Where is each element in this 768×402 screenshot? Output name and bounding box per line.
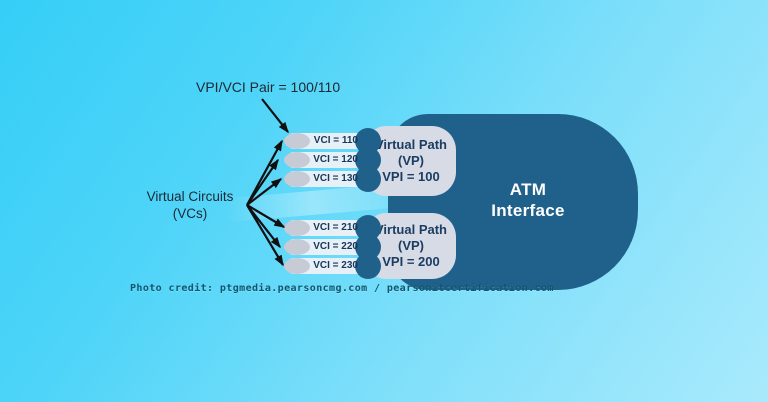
virtual-path-capsule-vpi-200: Virtual Path (VP) VPI = 200 bbox=[366, 213, 456, 279]
vp-title: Virtual Path bbox=[374, 222, 447, 237]
atm-interface-label: ATM Interface bbox=[458, 179, 598, 221]
photo-credit: Photo credit: ptgmedia.pearsoncmg.com / … bbox=[130, 283, 554, 294]
vp-entry-disc-230 bbox=[355, 253, 381, 279]
vpi-value: VPI = 100 bbox=[382, 169, 440, 184]
vp-abbrev: (VP) bbox=[398, 238, 424, 253]
vc-end-ellipse-120 bbox=[284, 152, 310, 168]
virtual-circuits-label: Virtual Circuits (VCs) bbox=[138, 188, 242, 222]
pair-pointer-arrow bbox=[261, 98, 289, 134]
vp-entry-disc-130 bbox=[355, 166, 381, 192]
virtual-circuits-label-line1: Virtual Circuits bbox=[146, 189, 234, 204]
vc-end-ellipse-230 bbox=[284, 258, 310, 274]
vc-end-ellipse-130 bbox=[284, 171, 310, 187]
vci-label-220: VCI = 220 bbox=[313, 241, 358, 252]
vci-label-130: VCI = 130 bbox=[313, 173, 358, 184]
virtual-circuits-label-line2: (VCs) bbox=[172, 206, 208, 221]
vp-title: Virtual Path bbox=[374, 137, 447, 152]
vci-label-110: VCI = 110 bbox=[313, 135, 358, 146]
vci-label-230: VCI = 230 bbox=[313, 260, 358, 271]
vci-label-210: VCI = 210 bbox=[313, 222, 358, 233]
virtual-path-capsule-vpi-100: Virtual Path (VP) VPI = 100 bbox=[366, 126, 456, 196]
atm-interface-label-line1: ATM bbox=[509, 180, 547, 199]
vc-end-ellipse-210 bbox=[284, 220, 310, 236]
vpi-vci-pair-label: VPI/VCI Pair = 100/110 bbox=[196, 79, 341, 95]
vc-end-ellipse-110 bbox=[284, 133, 310, 149]
vc-end-ellipse-220 bbox=[284, 239, 310, 255]
vp-abbrev: (VP) bbox=[398, 153, 424, 168]
vpi-value: VPI = 200 bbox=[382, 254, 440, 269]
vci-label-120: VCI = 120 bbox=[313, 154, 358, 165]
atm-interface-label-line2: Interface bbox=[491, 201, 565, 220]
